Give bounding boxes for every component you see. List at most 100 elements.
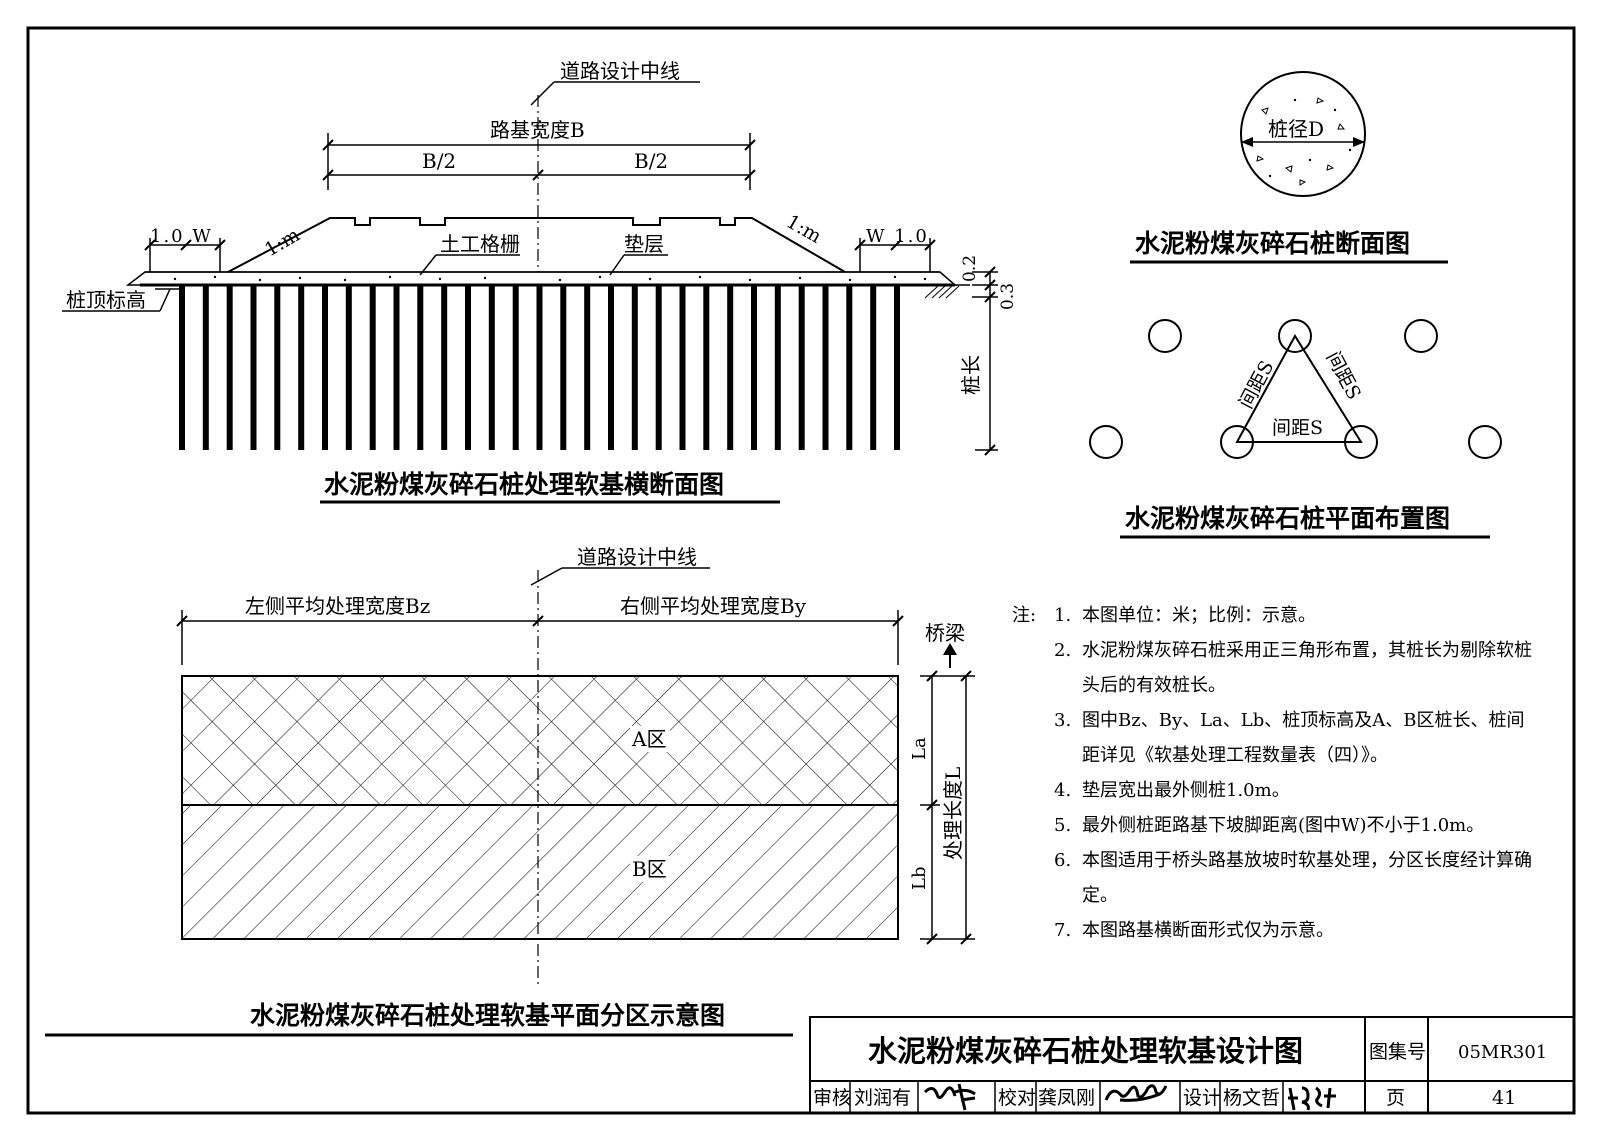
page-label: 页 [1386,1087,1405,1109]
note-item: 2. 水泥粉煤灰碎石桩采用正三角形布置，其桩长为剔除软桩头后的有效桩长。 [1054,640,1532,696]
embankment-outline [227,217,846,273]
note-item: 7. 本图路基横断面形式仅为示意。 [1054,920,1334,941]
spacing-left-label: 间距S [1235,357,1278,412]
pile-circle [1089,425,1123,459]
left-width-label: 左侧平均处理宽度Bz [245,594,430,618]
roadbed-width-label: 路基宽度B [490,118,585,142]
centerline-label-top: 道路设计中线 [560,59,680,83]
bridge-arrow-icon [943,643,957,655]
right-width-label: 右侧平均处理宽度By [620,594,807,618]
pile [179,286,185,450]
concrete-texture [1256,97,1346,186]
pile-section-title: 水泥粉煤灰碎石桩断面图 [1135,229,1410,258]
spacing-triangle [1235,334,1363,443]
pile-circle [1404,319,1438,353]
reviewer-name: 刘润有 [854,1087,911,1109]
atlas-no-label: 图集号 [1369,1041,1426,1063]
pile [345,286,352,450]
pile [441,286,448,450]
pile [202,286,209,450]
pile-circle [1468,425,1502,459]
note-item: 5. 最外侧桩距路基下坡脚距离(图中W)不小于1.0m。 [1054,815,1485,836]
cushion-layer [125,271,958,286]
pile-section: 桩径D 水泥粉煤灰碎石桩断面图 [1130,71,1448,264]
note-item: 3. 图中Bz、By、La、Lb、桩顶标高及A、B区桩长、桩间距详见《软基处理工… [1054,710,1525,766]
slope-right-label: 1:m [783,211,826,248]
pile [608,286,614,450]
drawing-title: 水泥粉煤灰碎石桩处理软基设计图 [868,1034,1303,1068]
pile [417,286,424,450]
pile [560,286,567,450]
centerline-label-plan: 道路设计中线 [577,545,697,569]
note-item: 注: 1. 本图单位：米；比例：示意。 [1012,598,1532,633]
zone-a-label: A区 [631,727,666,751]
plan-zoning-title: 水泥粉煤灰碎石桩处理软基平面分区示意图 [250,1001,725,1030]
pile [322,286,328,450]
cross-section-title: 水泥粉煤灰碎石桩处理软基横断面图 [324,470,724,499]
pile-group [179,286,900,450]
dim-gravel-label: 0.3 [998,283,1018,310]
pile-diameter-label: 桩径D [1268,117,1324,141]
bridge-label: 桥梁 [925,621,965,645]
designer-signature [1288,1086,1336,1111]
spacing-bottom-label: 间距S [1272,417,1323,439]
pile [727,286,734,450]
checker-name: 龚凤刚 [1038,1087,1095,1109]
spacing-right-label: 间距S [1322,348,1365,403]
pile [250,286,257,450]
checker-signature [1104,1084,1168,1102]
pile-section-circle [1240,71,1366,197]
left-offsets-label: 1.0 W [150,226,213,247]
pile [703,286,710,450]
note-item: 6. 本图适用于桥头路基放坡时软基处理，分区长度经计算确定。 [1054,850,1532,906]
pile-layout: 间距S 间距S 间距S 水泥粉煤灰碎石桩平面布置图 [1089,319,1502,539]
plan-zoning: 道路设计中线 左侧平均处理宽度Bz 右侧平均处理宽度By A区 B区 桥梁 La… [45,545,975,1037]
cushion-label: 垫层 [624,232,664,256]
pile [298,286,305,450]
pile [488,286,495,450]
half-width-left-label: B/2 [422,149,456,173]
pile [655,286,662,450]
notes: 注: 1. 本图单位：米；比例：示意。 2. 水泥粉煤灰碎石桩采用正三角形布置，… [1012,598,1532,948]
zone-b-label: B区 [632,857,667,881]
pile [846,286,853,450]
pile [798,286,805,450]
zone-b-area [181,804,899,940]
pile [584,286,591,450]
cushion-texture [173,275,927,282]
la-label: La [909,737,930,760]
pile-layout-title: 水泥粉煤灰碎石桩平面布置图 [1125,504,1450,533]
sheet-border [26,26,1576,1115]
pile [894,286,900,450]
pile [751,286,757,450]
pile [870,286,877,450]
page-number: 41 [1492,1087,1516,1109]
pile-length-label: 桩长 [959,355,983,395]
pile [679,286,686,450]
dim-cushion-label: 0.2 [960,255,980,282]
cross-section: 道路设计中线 路基宽度B B/2 B/2 1:m 1:m [62,59,1018,504]
pile [465,286,471,450]
geogrid-label: 土工格栅 [440,232,520,256]
pile-top-elevation-label: 桩顶标高 [66,288,146,312]
pile [274,286,281,450]
lb-label: Lb [909,867,930,890]
pile-circle [1148,319,1182,353]
pile [536,286,543,450]
right-offsets-label: W 1.0 [866,226,929,247]
title-block: 水泥粉煤灰碎石桩处理软基设计图 图集号 05MR301 页 41 审核 刘润有 … [809,1016,1575,1114]
pile [822,286,829,450]
pile [393,286,400,450]
check-label: 校对 [998,1087,1036,1109]
designer-name: 杨文哲 [1223,1087,1280,1109]
pile [512,286,519,450]
atlas-no: 05MR301 [1458,1042,1547,1063]
half-width-right-label: B/2 [634,149,668,173]
review-label: 审核 [813,1087,851,1109]
pile [369,286,376,450]
zone-a-area [181,675,899,806]
pile [774,286,781,450]
total-length-label: 处理长度L [941,767,965,860]
